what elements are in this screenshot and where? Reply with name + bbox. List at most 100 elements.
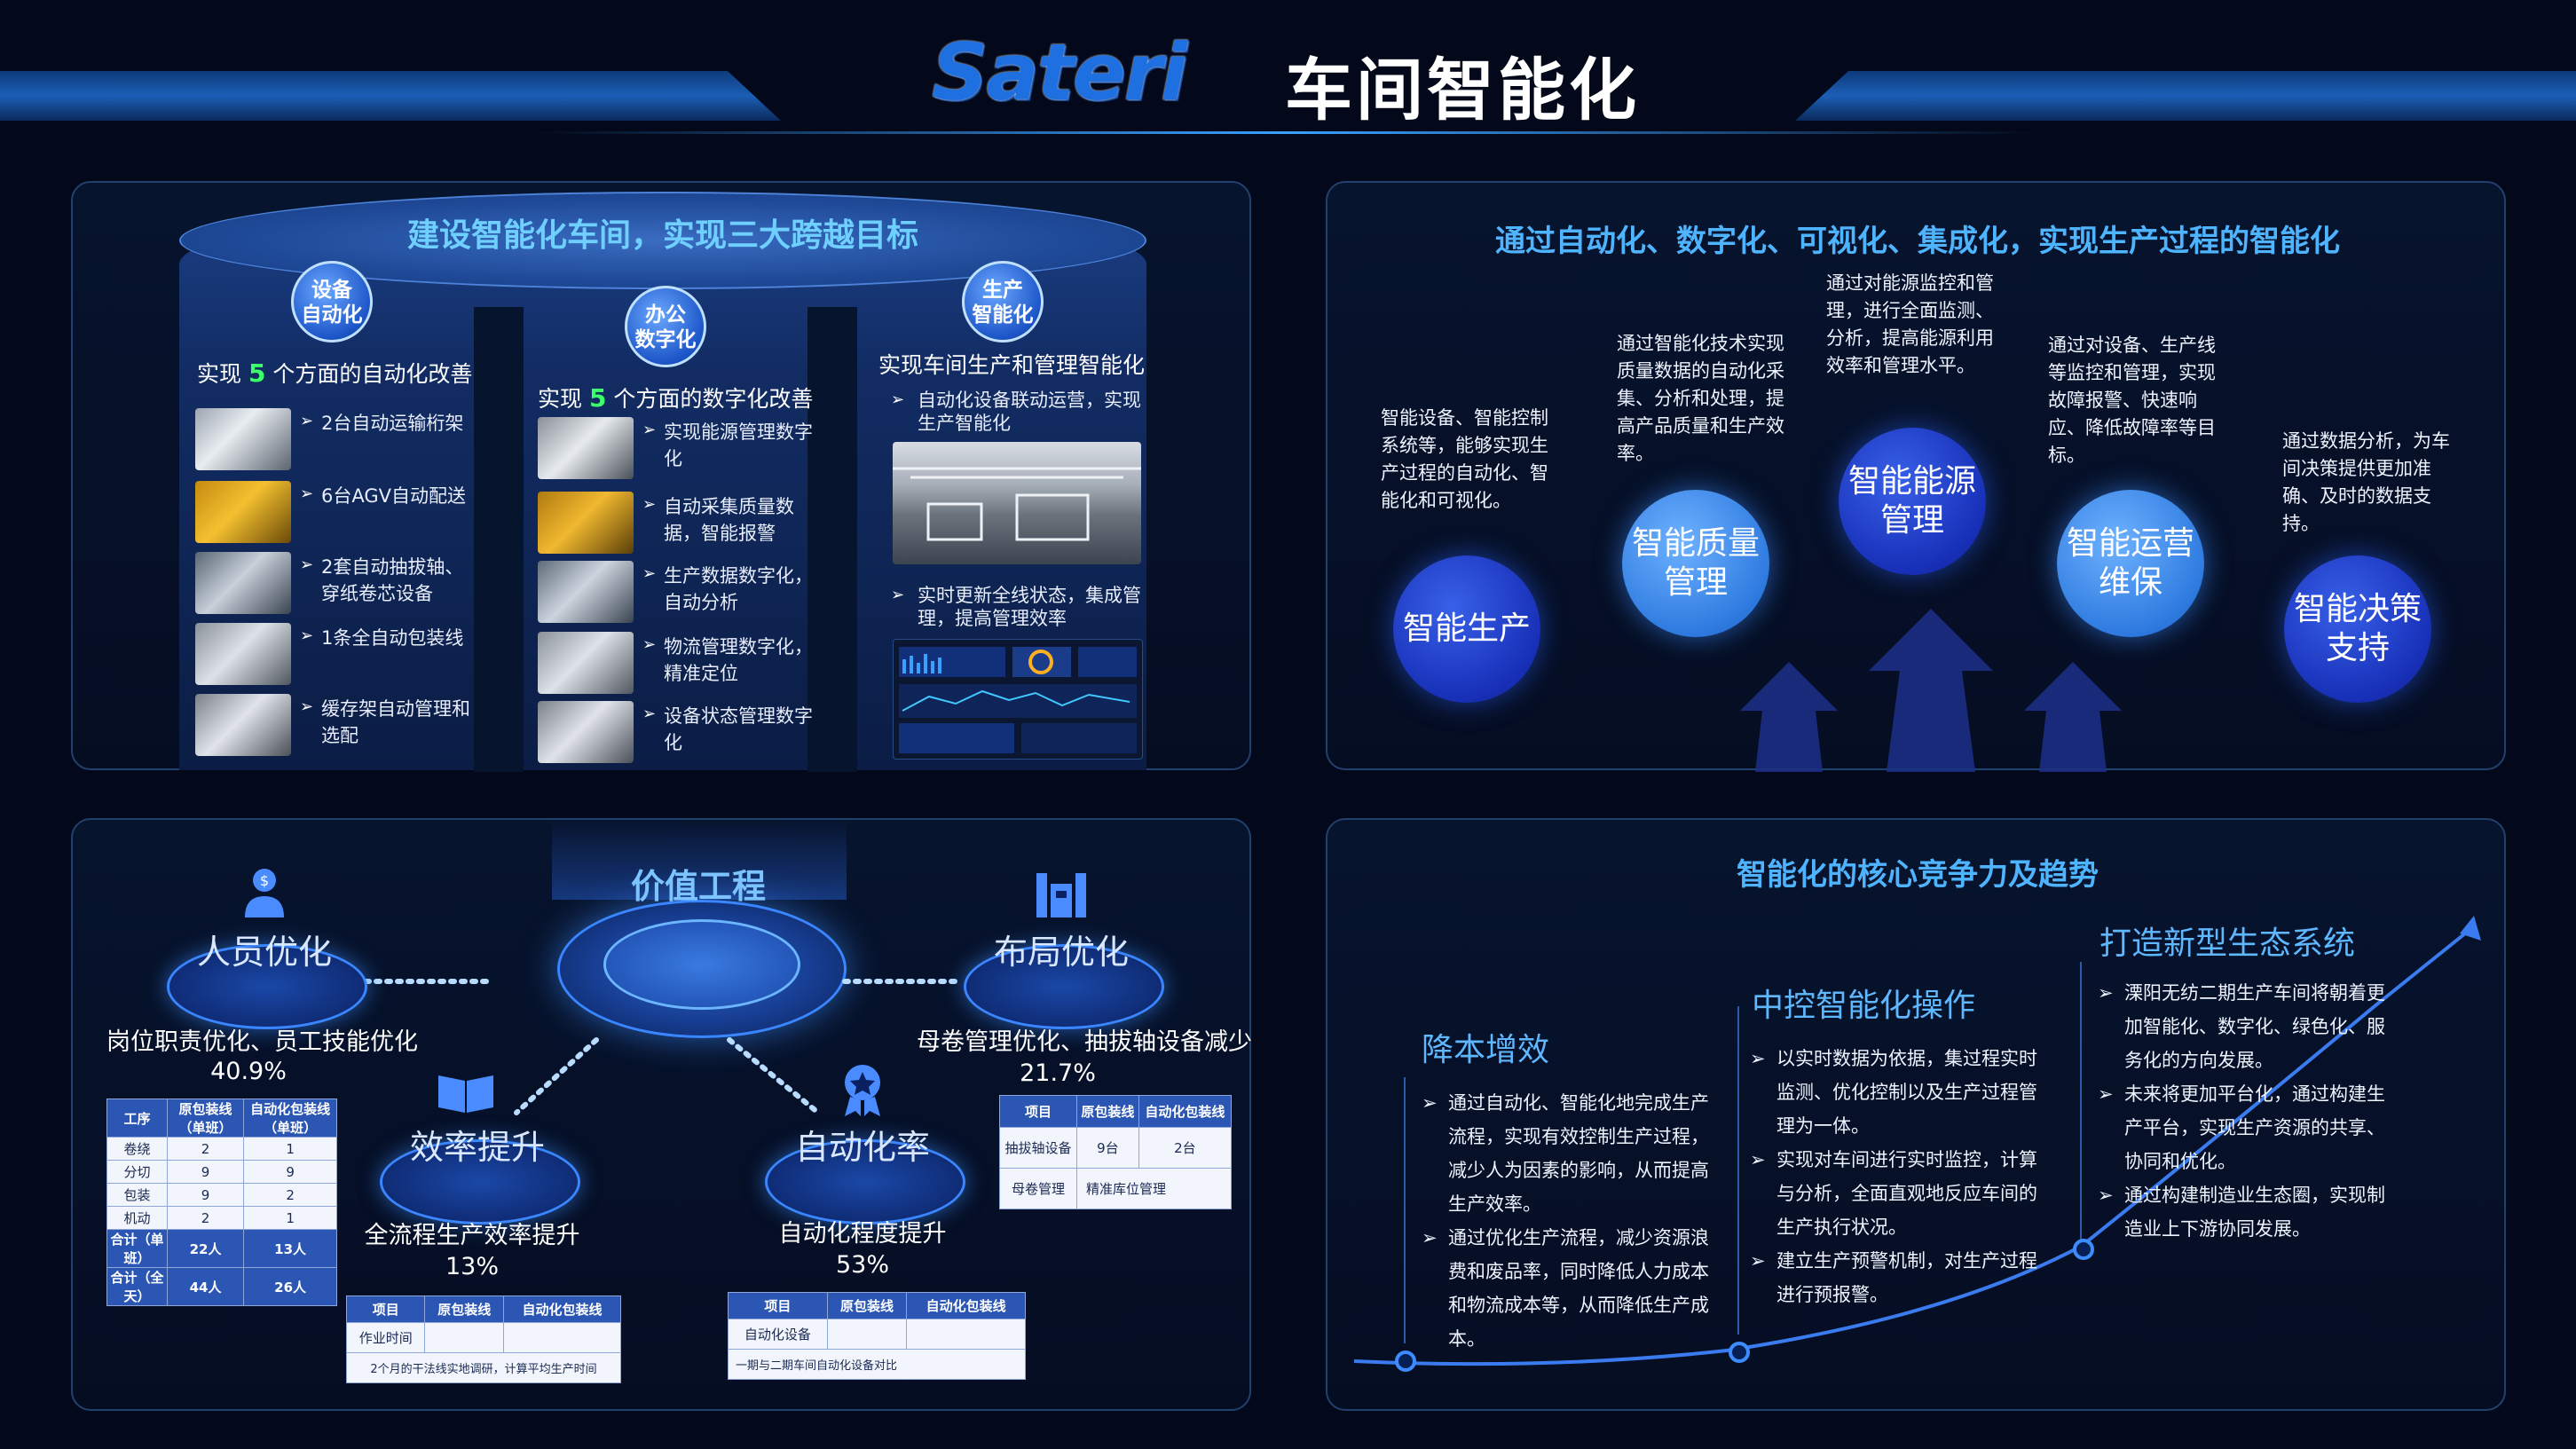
photo-thumbnail [538, 701, 634, 763]
list-item: ➢ 实现能源管理数字化 [538, 417, 831, 483]
table-automation: 项目原包装线自动化包装线 自动化设备 一期与二期车间自动化设备对比 [728, 1292, 1026, 1380]
timeline-dot [1729, 1342, 1750, 1363]
bullet-arrow-icon: ➢ [642, 495, 657, 514]
circle-smart-decision: 智能决策支持 [2284, 555, 2431, 703]
column-heading-digitalization: 实现 5 个方面的数字化改善 [538, 383, 814, 413]
node-pedestal [964, 944, 1164, 1029]
photo-thumbnail [538, 417, 634, 479]
stage-title-central-control: 中控智能化操作 [1752, 988, 1976, 1024]
panel-core-competitiveness: 智能化的核心竞争力及趋势 降本增效 ➢通过自动化、智能化地完成生产流程，实现有效… [1326, 818, 2506, 1411]
list-item: ➢ 生产数据数字化，自动分析 [538, 561, 831, 626]
table-row: 作业时间 [345, 1322, 622, 1353]
bullet-arrow-icon: ➢ [642, 635, 657, 654]
award-icon [845, 1065, 880, 1116]
table-row: 2个月的干法线实地调研，计算平均生产时间 [346, 1352, 621, 1383]
node-efficiency-improvement: 效率提升 [409, 1128, 545, 1167]
header-bar-right [1795, 71, 2576, 121]
photo-thumbnail [538, 561, 634, 623]
caption-layout: 母卷管理优化、抽拔轴设备减少 [917, 1028, 1252, 1056]
panel-production-intelligence: 通过自动化、数字化、可视化、集成化，实现生产过程的智能化 智能设备、智能控制系统… [1326, 181, 2506, 772]
list-item: ➢ 自动化设备联动运营，实现生产智能化 [891, 390, 1141, 434]
panel-headline: 建设智能化车间，实现三大跨越目标 [406, 217, 918, 254]
list-item: ➢ 物流管理数字化，精准定位 [538, 632, 831, 697]
badge-production-intelligence: 生产智能化 [962, 261, 1044, 343]
column-heading-intelligence: 实现车间生产和管理智能化 [878, 352, 1146, 378]
sateri-logo: Sateri [932, 27, 1187, 118]
panel-smart-workshop-goals: 建设智能化车间，实现三大跨越目标 设备自动化 实现 5 个方面的自动化改善 ➢ … [71, 181, 1251, 772]
list-item: ➢ 6台AGV自动配送 [195, 481, 479, 547]
center-label: 价值工程 [630, 867, 766, 906]
bullet-arrow-icon: ➢ [300, 555, 314, 574]
stage-list: ➢以实时数据为依据，集过程实时监测、优化控制以及生产过程管理为一体。 ➢实现对车… [1750, 1048, 2037, 1305]
stage-title-cost-efficiency: 降本增效 [1422, 1032, 1550, 1068]
node-pedestal [765, 1139, 965, 1225]
photo-thumbnail [195, 694, 291, 756]
timeline-dot [1395, 1351, 1416, 1372]
photo-thumbnail [195, 623, 291, 685]
caption-staff: 岗位职责优化、员工技能优化 [106, 1028, 418, 1056]
column-heading-automation: 实现 5 个方面的自动化改善 [197, 358, 473, 388]
bullet-arrow-icon: ➢ [891, 586, 905, 604]
value-layout: 21.7% [1020, 1059, 1096, 1087]
list-item: ➢ 自动采集质量数据，智能报警 [538, 492, 831, 557]
list-item: ➢ 2套自动抽拔轴、穿纸卷芯设备 [195, 552, 479, 618]
node-layout-optimization: 布局优化 [993, 933, 1129, 972]
list-item: ➢ 缓存架自动管理和选配 [195, 694, 479, 760]
value-efficiency: 13% [445, 1253, 499, 1280]
page-title: 车间智能化 [1285, 51, 1640, 130]
header-glow-line [532, 131, 2041, 134]
node-staff-optimization: 人员优化 [196, 933, 332, 972]
panel-headline: 智能化的核心竞争力及趋势 [1737, 857, 2099, 893]
stage-list: ➢通过自动化、智能化地完成生产流程，实现有效控制生产过程，减少人为因素的影响，从… [1422, 1092, 1709, 1350]
value-automation: 53% [835, 1251, 889, 1279]
building-icon [1036, 873, 1086, 917]
list-item: ➢ 设备状态管理数字化 [538, 701, 831, 767]
description-smart-maintenance: 通过对设备、生产线等监控和管理，实现故障报警、快速响应、降低故障率等目标。 [2048, 335, 2216, 466]
timeline-dot [2073, 1239, 2094, 1260]
bullet-arrow-icon: ➢ [300, 626, 314, 645]
workshop-photo [893, 442, 1141, 564]
dashboard-photo [893, 639, 1143, 760]
value-staff: 40.9% [210, 1058, 287, 1085]
badge-equipment-automation: 设备自动化 [291, 261, 373, 343]
photo-thumbnail [195, 408, 291, 470]
description-smart-production: 智能设备、智能控制系统等，能够实现生产过程的自动化、智能化和可视化。 [1381, 407, 1548, 511]
photo-thumbnail [195, 481, 291, 543]
caption-efficiency: 全流程生产效率提升 [364, 1222, 580, 1249]
list-item: ➢ 实时更新全线状态，集成管理，提高管理效率 [891, 585, 1141, 629]
list-item: ➢ 1条全自动包装线 [195, 623, 479, 689]
table-row: 自动化设备 [728, 1319, 1026, 1350]
bullet-arrow-icon: ➢ [642, 564, 657, 583]
circle-smart-maintenance: 智能运营维保 [2057, 490, 2204, 637]
bullet-arrow-icon: ➢ [300, 697, 314, 716]
circle-smart-quality: 智能质量管理 [1622, 490, 1769, 637]
svg-text:$: $ [260, 872, 269, 889]
panel-value-engineering: 价值工程 $ 人员优化 岗位职责优化、员工技能优化 40.9% 布局优化 母卷管… [71, 818, 1252, 1411]
node-pedestal [167, 944, 367, 1029]
description-smart-energy: 通过对能源监控和管理，进行全面监测、分析，提高能源利用效率和管理水平。 [1826, 272, 1994, 376]
caption-automation: 自动化程度提升 [778, 1220, 947, 1248]
description-smart-decision: 通过数据分析，为车间决策提供更加准确、及时的数据支持。 [2282, 430, 2450, 534]
connector-lines [363, 979, 963, 1115]
stage-title-ecosystem: 打造新型生态系统 [2099, 925, 2356, 962]
book-icon [438, 1075, 493, 1113]
photo-thumbnail [538, 632, 634, 694]
panel-headline: 通过自动化、数字化、可视化、集成化，实现生产过程的智能化 [1495, 224, 2340, 259]
circle-smart-production: 智能生产 [1393, 555, 1540, 703]
circle-smart-energy: 智能能源管理 [1839, 428, 1986, 575]
bullet-arrow-icon: ➢ [300, 484, 314, 503]
bullet-arrow-icon: ➢ [891, 390, 905, 409]
table-row: 一期与二期车间自动化设备对比 [728, 1349, 1026, 1380]
arrows-decoration [1740, 609, 2122, 772]
node-pedestal [380, 1139, 580, 1225]
badge-office-digitalization: 办公数字化 [625, 286, 706, 367]
staff-icon: $ [245, 869, 284, 917]
